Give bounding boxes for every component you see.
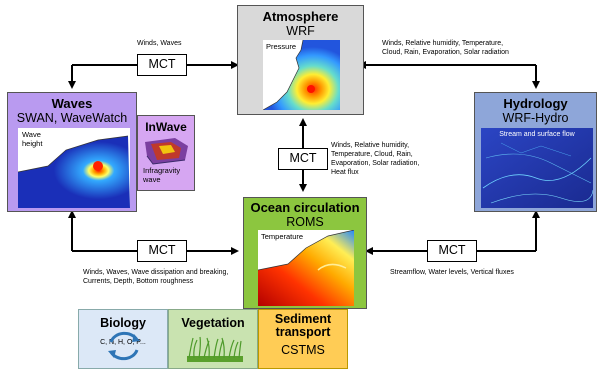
hydrology-title: Hydrology (503, 96, 568, 111)
hydrology-model: WRF-Hydro (502, 111, 569, 125)
atmosphere-map: Pressure (263, 40, 340, 110)
sediment-box: Sediment transport CSTMS (258, 309, 348, 369)
pressure-label: Pressure (266, 42, 297, 51)
pressure-map-graphic (263, 40, 340, 110)
mct-coupler-waves-ocean: MCT (137, 240, 187, 262)
mct-coupler-atmosphere-ocean: MCT (278, 148, 328, 170)
cycle-arrows-icon (108, 331, 140, 361)
mct-coupler-hydrology-ocean: MCT (427, 240, 477, 262)
grass-icon (187, 336, 243, 362)
ocean-model: ROMS (286, 215, 324, 229)
label-atm-ocean-1: Winds, Relative humidity, (331, 142, 410, 149)
ocean-title: Ocean circulation (250, 200, 360, 215)
wave-height-map-graphic (18, 128, 130, 208)
infragravity-wave-graphic (145, 138, 188, 165)
hydrology-map: Stream and surface flow (481, 128, 593, 208)
label-atm-ocean-3: Evaporation, Solar radiation, (331, 160, 420, 167)
sediment-model: CSTMS (281, 343, 325, 357)
waves-map: Wave height (18, 128, 130, 208)
inwave-graphic: Infragravity wave (141, 136, 192, 188)
stream-flow-label: Stream and surface flow (499, 131, 575, 138)
temperature-label: Temperature (261, 232, 304, 241)
vegetation-box: Vegetation (168, 309, 258, 369)
atmosphere-title: Atmosphere (262, 9, 339, 24)
wave-height-label: Wave height (22, 130, 43, 148)
label-waves-ocean-1: Winds, Waves, Wave dissipation and break… (83, 269, 229, 276)
temperature-map-graphic (258, 230, 354, 306)
hydrology-box: Hydrology WRF-Hydro Stream and surface f… (474, 92, 597, 212)
label-atm-ocean-2: Temperature, Cloud, Rain, (331, 151, 413, 158)
waves-title: Waves (51, 96, 93, 111)
atmosphere-box: Atmosphere WRF Pressure (237, 5, 364, 115)
label-atm-ocean-4: Heat flux (331, 169, 359, 176)
waves-model: SWAN, WaveWatch (16, 111, 128, 125)
biology-elements: C, N, H, O, P... (100, 339, 146, 346)
ocean-map: Temperature (258, 230, 354, 306)
biology-title: Biology (100, 316, 146, 330)
mct-coupler-atmosphere-waves: MCT (137, 54, 187, 76)
label-atm-hydro-2: Cloud, Rain, Evaporation, Solar radiatio… (382, 49, 509, 56)
label-waves-ocean-2: Currents, Depth, Bottom roughness (83, 278, 194, 285)
ocean-box: Ocean circulation ROMS Temperature (243, 197, 367, 309)
waves-box: Waves SWAN, WaveWatch Wave height (7, 92, 137, 212)
label-atm-hydro-1: Winds, Relative humidity, Temperature, (382, 40, 504, 47)
inwave-box: InWave Infragravity wave (137, 115, 195, 191)
label-hydro-ocean: Streamflow, Water levels, Vertical fluxe… (390, 269, 514, 276)
atmosphere-model: WRF (286, 24, 315, 38)
vegetation-title: Vegetation (181, 316, 245, 330)
biology-box: Biology C, N, H, O, P... (78, 309, 168, 369)
infragravity-label: Infragravity wave (143, 166, 181, 184)
label-winds-waves: Winds, Waves (137, 40, 182, 47)
sediment-title: Sediment transport (274, 312, 332, 339)
stream-flow-map-graphic (481, 128, 593, 208)
inwave-title: InWave (145, 120, 187, 134)
